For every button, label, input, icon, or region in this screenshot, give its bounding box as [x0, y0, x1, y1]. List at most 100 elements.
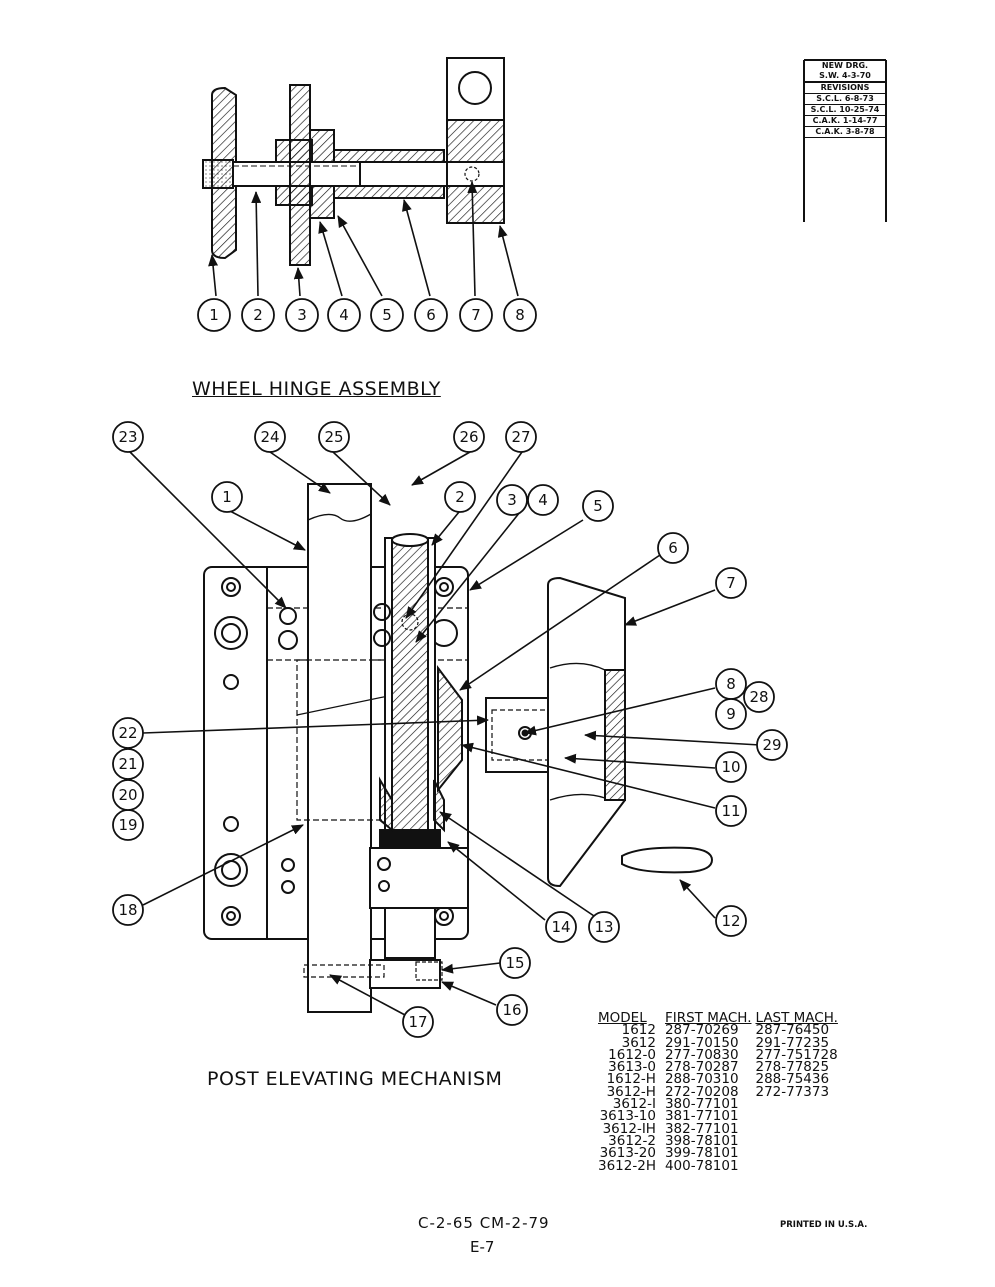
- svg-text:28: 28: [749, 688, 768, 706]
- revision-header-line2: S.W. 4-3-70: [819, 71, 871, 80]
- last-mach-cell: 291-77235: [755, 1034, 830, 1051]
- post-elevating-mechanism-drawing: [203, 483, 714, 1013]
- svg-text:1: 1: [222, 488, 232, 506]
- post-callout-26: 26: [453, 421, 485, 453]
- post-callout-7: 7: [715, 567, 747, 599]
- svg-text:24: 24: [260, 428, 279, 446]
- model-cell: 3612-2: [608, 1132, 656, 1149]
- svg-text:29: 29: [762, 736, 781, 754]
- last-mach-cell: [755, 1123, 841, 1135]
- last-mach-cell: [755, 1098, 841, 1110]
- post-mechanism-callouts: [127, 449, 761, 1016]
- post-callout-6: 6: [657, 532, 689, 564]
- wheel-callout-6: 6: [414, 298, 448, 332]
- svg-text:12: 12: [721, 912, 740, 930]
- post-callout-28: 28: [743, 681, 775, 713]
- svg-text:5: 5: [382, 306, 392, 324]
- post-callout-20: 20: [112, 779, 144, 811]
- post-callout-23: 23: [112, 421, 144, 453]
- last-mach-cell: 278-77825: [755, 1059, 830, 1076]
- column-header-last-mach: LAST MACH.: [755, 1010, 838, 1026]
- svg-text:8: 8: [515, 306, 525, 324]
- post-callout-16: 16: [496, 994, 528, 1026]
- post-callout-21: 21: [112, 748, 144, 780]
- svg-text:3: 3: [507, 491, 517, 509]
- svg-text:6: 6: [426, 306, 436, 324]
- wheel-callout-3: 3: [285, 298, 319, 332]
- first-mach-cell: 382-77101: [664, 1120, 739, 1137]
- post-callout-25: 25: [318, 421, 350, 453]
- last-mach-cell: [755, 1147, 841, 1159]
- wheel-hinge-assembly-title: WHEEL HINGE ASSEMBLY: [192, 378, 441, 400]
- last-mach-cell: [755, 1160, 841, 1172]
- post-callout-29: 29: [756, 729, 788, 761]
- first-mach-cell: 272-70208: [664, 1083, 739, 1100]
- svg-text:4: 4: [538, 491, 548, 509]
- wheel-callout-8: 8: [503, 298, 537, 332]
- wheel-callout-5: 5: [370, 298, 404, 332]
- svg-text:15: 15: [505, 954, 524, 972]
- revision-entry: C.A.K. 1-14-77: [804, 116, 886, 127]
- post-callout-24: 24: [254, 421, 286, 453]
- post-callout-2: 2: [444, 481, 476, 513]
- svg-text:10: 10: [721, 758, 740, 776]
- svg-text:8: 8: [726, 675, 736, 693]
- svg-text:2: 2: [455, 488, 465, 506]
- post-callout-10: 10: [715, 751, 747, 783]
- post-callout-4: 4: [527, 484, 559, 516]
- svg-text:2: 2: [253, 306, 263, 324]
- last-mach-cell: 288-75436: [755, 1071, 830, 1088]
- model-cell: 3612-IH: [602, 1120, 656, 1137]
- last-mach-cell: 272-77373: [755, 1083, 830, 1100]
- first-mach-cell: 288-70310: [664, 1071, 739, 1088]
- svg-text:13: 13: [594, 918, 613, 936]
- svg-text:3: 3: [297, 306, 307, 324]
- svg-text:6: 6: [668, 539, 678, 557]
- wheel-hinge-callouts: [208, 181, 519, 297]
- svg-text:22: 22: [118, 724, 137, 742]
- post-callout-22: 22: [112, 717, 144, 749]
- post-callout-1: 1: [211, 481, 243, 513]
- post-callout-12: 12: [715, 905, 747, 937]
- post-callout-15: 15: [499, 947, 531, 979]
- svg-text:27: 27: [511, 428, 530, 446]
- revision-entry: S.C.L. 10-25-74: [804, 105, 886, 116]
- svg-text:11: 11: [721, 802, 740, 820]
- last-mach-cell: [755, 1135, 841, 1147]
- page-number: E-7: [470, 1238, 495, 1256]
- model-cell: 3612-I: [612, 1096, 656, 1113]
- revision-block: NEW DRG. S.W. 4-3-70 REVISIONS S.C.L. 6-…: [804, 61, 886, 138]
- svg-text:18: 18: [118, 901, 137, 919]
- post-callout-18: 18: [112, 894, 144, 926]
- svg-text:1: 1: [209, 306, 219, 324]
- wheel-callout-4: 4: [327, 298, 361, 332]
- first-mach-cell: 380-77101: [664, 1096, 739, 1113]
- first-mach-cell: 400-78101: [664, 1157, 739, 1174]
- svg-text:14: 14: [551, 918, 570, 936]
- post-callout-3: 3: [496, 484, 528, 516]
- svg-text:25: 25: [324, 428, 343, 446]
- first-mach-cell: 287-70269: [664, 1022, 739, 1039]
- post-elevating-mechanism-title: POST ELEVATING MECHANISM: [207, 1068, 503, 1090]
- post-callout-19: 19: [112, 809, 144, 841]
- svg-text:5: 5: [593, 497, 603, 515]
- post-callout-14: 14: [545, 911, 577, 943]
- svg-text:20: 20: [118, 786, 137, 804]
- post-callout-5: 5: [582, 490, 614, 522]
- first-mach-cell: 277-70830: [664, 1046, 739, 1063]
- table-row: 3612-I 380-77101: [598, 1096, 842, 1113]
- svg-text:9: 9: [726, 705, 736, 723]
- post-callout-11: 11: [715, 795, 747, 827]
- model-cell: 3612: [621, 1034, 656, 1051]
- first-mach-cell: 291-70150: [664, 1034, 739, 1051]
- post-callout-27: 27: [505, 421, 537, 453]
